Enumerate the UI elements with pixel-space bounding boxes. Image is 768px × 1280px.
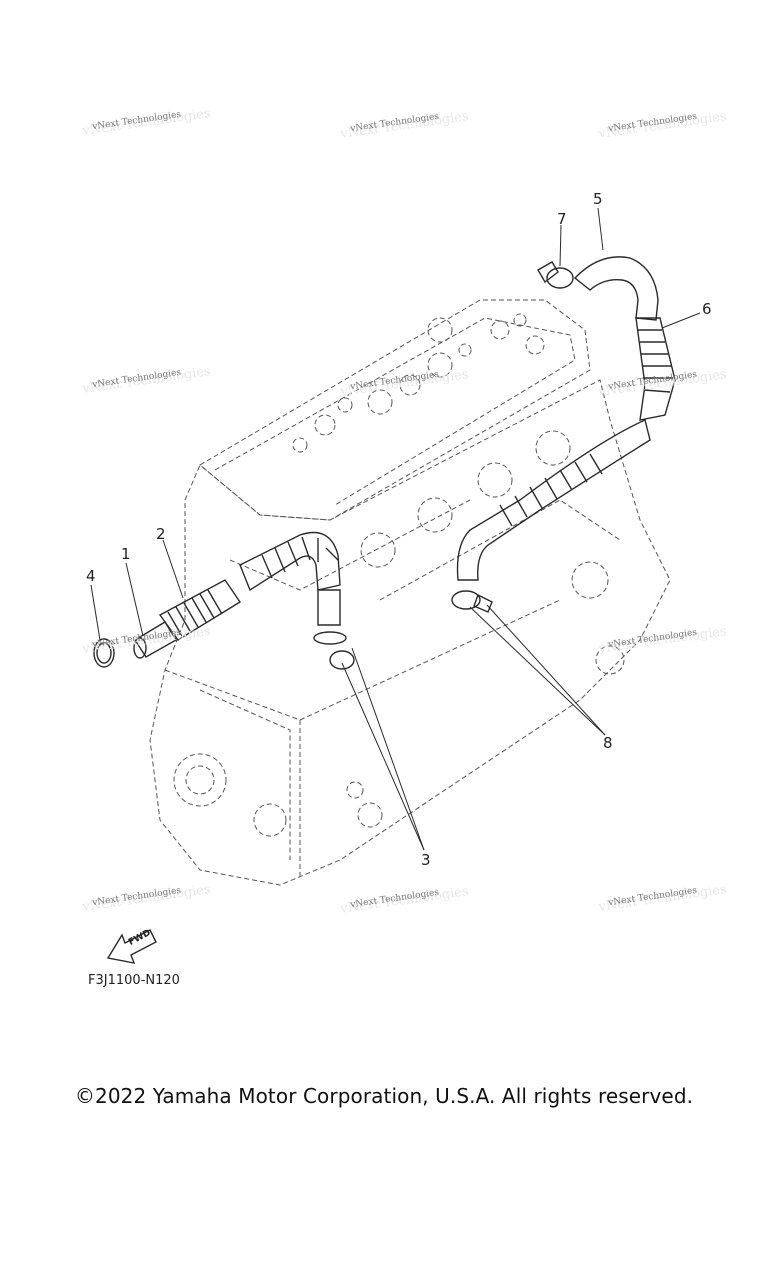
callout-7: 7 — [557, 210, 567, 228]
callout-5: 5 — [593, 190, 603, 208]
engine-block-outline — [149, 299, 671, 886]
callout-2: 2 — [156, 525, 166, 543]
hose-parts — [93, 256, 676, 670]
callout-3: 3 — [421, 851, 431, 869]
leader-lines — [90, 207, 701, 851]
copyright-notice: ©2022 Yamaha Motor Corporation, U.S.A. A… — [74, 1084, 694, 1108]
reference-code: F3J1100-N120 — [88, 973, 180, 988]
callout-4: 4 — [86, 567, 96, 585]
fwd-arrow-icon — [106, 929, 157, 964]
callout-6: 6 — [702, 300, 712, 318]
engine-exploded-diagram — [90, 207, 701, 964]
callout-8: 8 — [603, 734, 613, 752]
callout-1: 1 — [121, 545, 131, 563]
